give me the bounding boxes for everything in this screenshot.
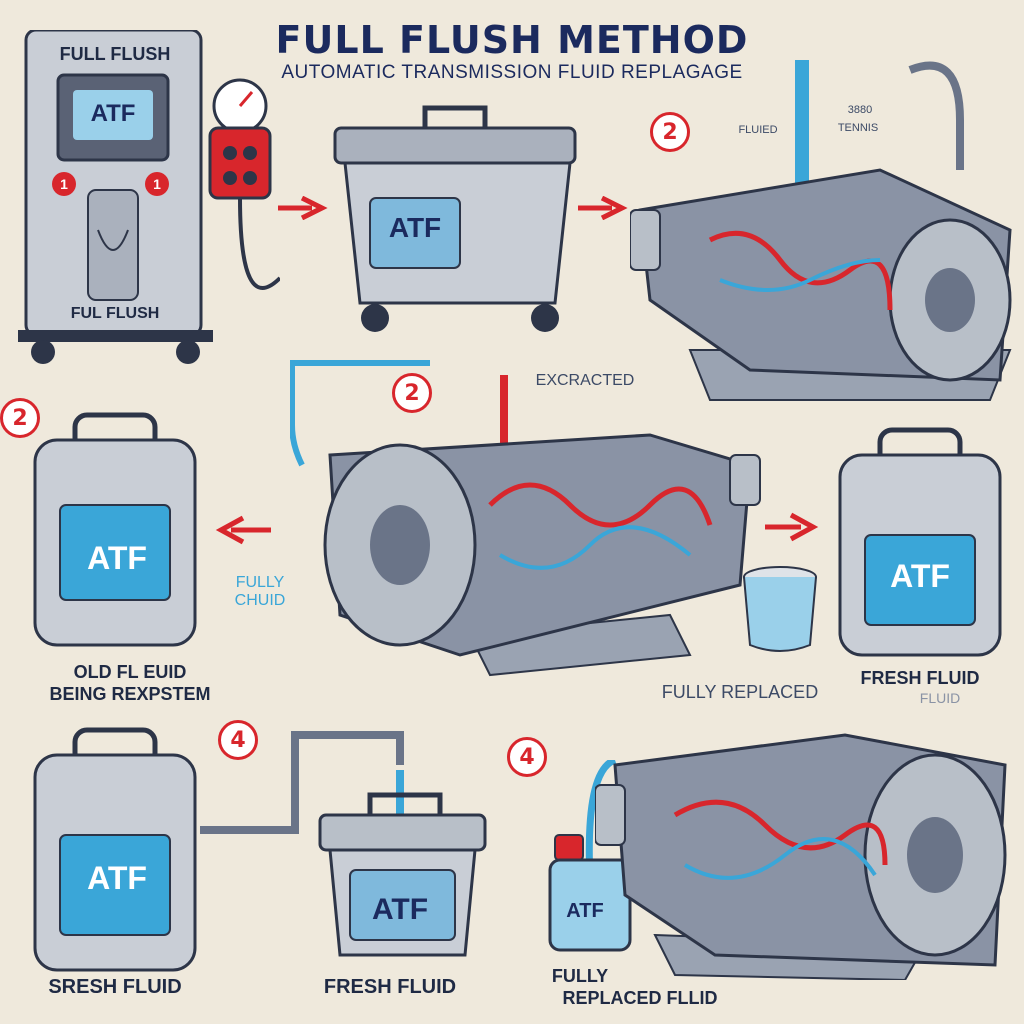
label-fully-replaced-fluid-1: FULLY [551,966,609,986]
label-old-fluid-line1: OLD FL EUID [73,662,187,682]
pressure-gauge [200,78,282,328]
tiny-tag-2: TENNIS [837,122,879,134]
atf-bottle [545,756,635,955]
step-badge-4-left: 4 [218,720,258,760]
jug-mid-right [835,425,1005,660]
tiny-tag-3: FLUIED [738,124,778,136]
bottle-label: ATF [566,900,604,922]
label-fresh-fluid-right-sub: FLUID [919,690,961,706]
flow-arrow-right-3 [765,512,820,547]
atf-bin [315,790,490,965]
label-fresh-fluid-left: SRESH FLUID [48,976,182,998]
tiny-tag-1: 3880 [847,104,873,116]
label-old-fluid-line2: BEING REXPSTEM [49,684,211,704]
transmission-bottom [594,725,1015,982]
flush-machine [18,28,213,370]
fluid-cup [740,565,820,655]
label-fresh-fluid-right: FRESH FLUID [860,668,980,688]
machine-badge-left: 1 [52,172,76,196]
jug-mid-right-label: ATF [890,558,950,594]
jug-bottom-left [30,725,200,975]
transmission-top [629,60,1015,410]
flow-arrow-left [215,515,275,550]
step-badge-2-left: 2 [0,398,40,438]
jug-bottom-left-label: ATF [87,860,147,896]
annotation-extracted: EXCRACTED [535,372,635,389]
page-subtitle: AUTOMATIC TRANSMISSION FLUID REPLAGAGE [281,62,743,83]
transmission-mid [289,355,770,685]
label-fresh-fluid-mid: FRESH FLUID [323,976,457,998]
label-fully-replaced-fluid-2: REPLACED FLLID [562,988,718,1008]
machine-screen-label: ATF [90,100,136,127]
jug-mid-left-label: ATF [87,540,147,576]
machine-top-label: FULL FLUSH [59,44,171,64]
annotation-fully-chuid: FULLY CHUID [234,574,286,609]
flow-arrow-right-1 [278,195,328,225]
tank-label: ATF [388,212,442,243]
step-badge-2-top: 2 [650,112,690,152]
atf-tank [330,98,580,338]
flow-arrow-right-2 [578,195,628,225]
step-badge-4-right: 4 [507,737,547,777]
machine-badge-right: 1 [145,172,169,196]
jug-mid-left [30,410,200,650]
bin-bottom-label: ATF [371,893,429,926]
machine-bottom-label: FUL FLUSH [70,305,160,322]
label-fully-replaced: FULLY REPLACED [661,682,819,702]
page-title: FULL FLUSH METHOD [275,18,749,62]
step-badge-2-mid: 2 [392,373,432,413]
